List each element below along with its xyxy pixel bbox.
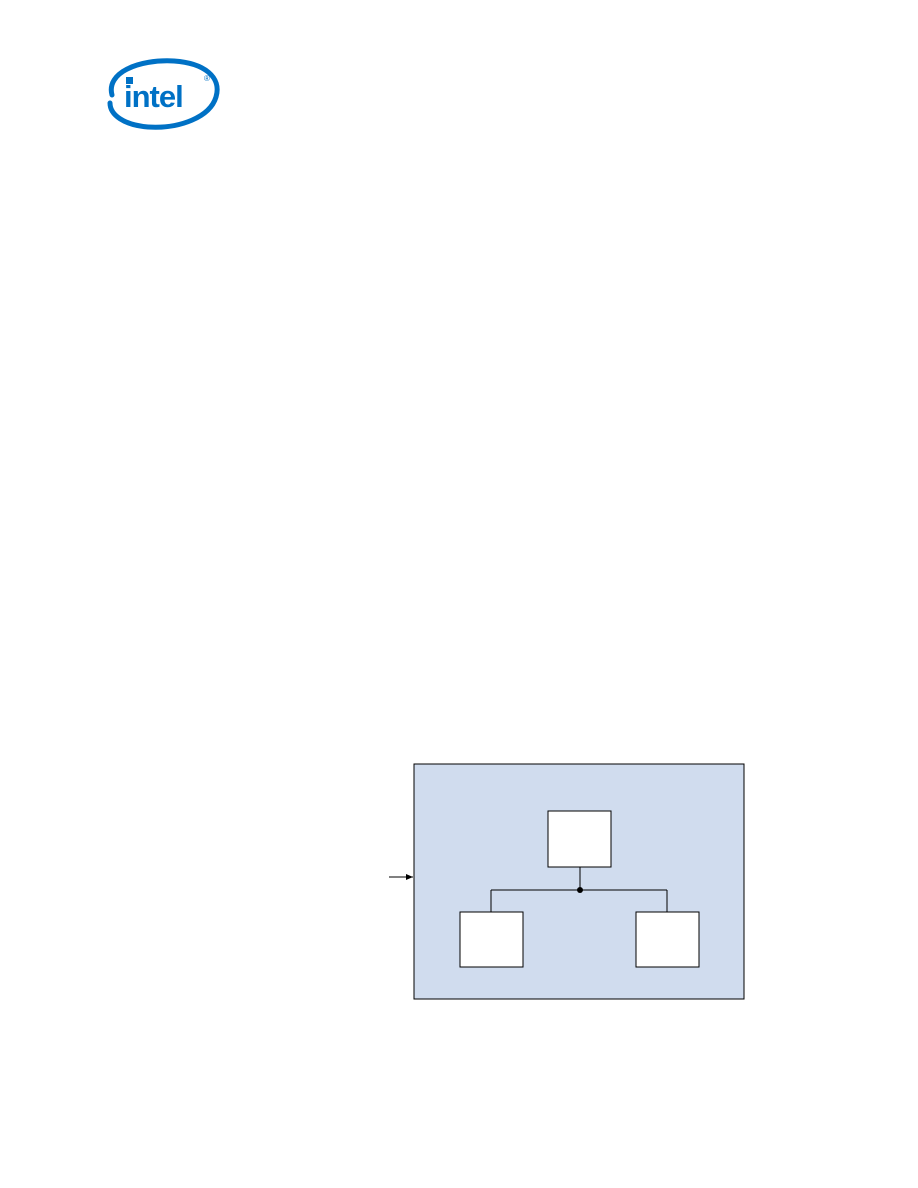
logo-wordmark: intel [124, 79, 183, 114]
intel-logo-icon: intel ® [107, 58, 220, 130]
left-node-box [459, 911, 524, 968]
svg-text:®: ® [204, 74, 210, 83]
right-node-box [635, 911, 700, 968]
junction-dot [577, 887, 583, 893]
top-node-box [547, 810, 612, 868]
